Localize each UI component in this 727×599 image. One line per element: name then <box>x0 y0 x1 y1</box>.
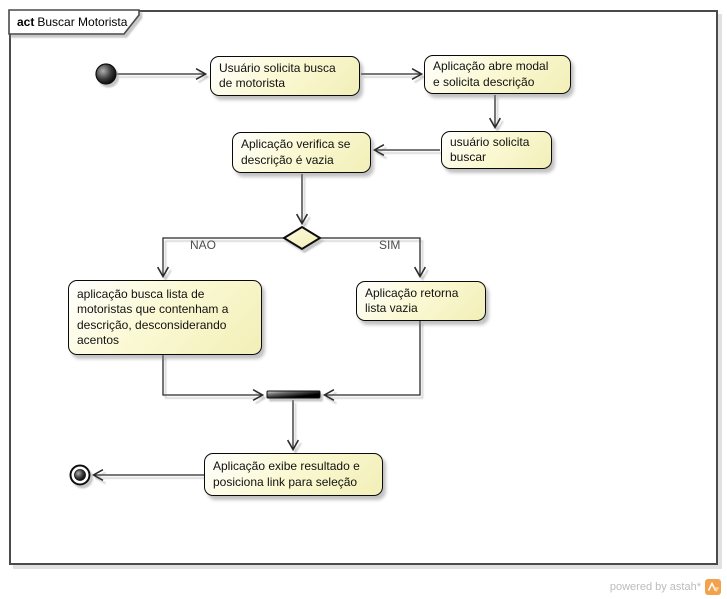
activity-busca-lista-motoristas[interactable]: aplicação busca lista de motoristas que … <box>68 280 262 355</box>
edge-decision-sim-to-a6 <box>320 237 427 279</box>
astah-logo-icon <box>705 579 721 595</box>
edge-decision-nao-to-a5 <box>156 237 284 279</box>
decision-diamond[interactable] <box>282 225 322 251</box>
activity-usuario-solicita-busca[interactable]: Usuário solicita busca de motorista <box>210 56 360 96</box>
final-node-core <box>74 469 86 481</box>
frame-tab <box>8 9 140 35</box>
frame-title: act Buscar Motorista <box>17 15 127 29</box>
activity-usuario-solicita-buscar[interactable]: usuário solicita buscar <box>441 131 552 169</box>
frame-name: Buscar Motorista <box>37 15 128 29</box>
watermark: powered by astah* <box>610 579 721 595</box>
activity-exibe-resultado[interactable]: Aplicação exibe resultado e posiciona li… <box>204 453 383 496</box>
merge-join-bar[interactable] <box>266 390 321 399</box>
activity-retorna-lista-vazia[interactable]: Aplicação retorna lista vazia <box>356 281 486 321</box>
branch-label-nao: NAO <box>190 238 217 252</box>
activity-aplicacao-abre-modal[interactable]: Aplicação abre modal e solicita descriçã… <box>424 55 571 94</box>
initial-node[interactable] <box>95 63 117 85</box>
edge-a5-to-join <box>162 355 265 402</box>
frame-keyword: act <box>17 15 35 29</box>
activity-verifica-descricao-vazia[interactable]: Aplicação verifica se descrição é vazia <box>232 132 371 173</box>
edge-a6-to-join <box>322 321 421 402</box>
watermark-text: powered by astah* <box>609 581 701 593</box>
branch-label-sim: SIM <box>379 238 401 252</box>
